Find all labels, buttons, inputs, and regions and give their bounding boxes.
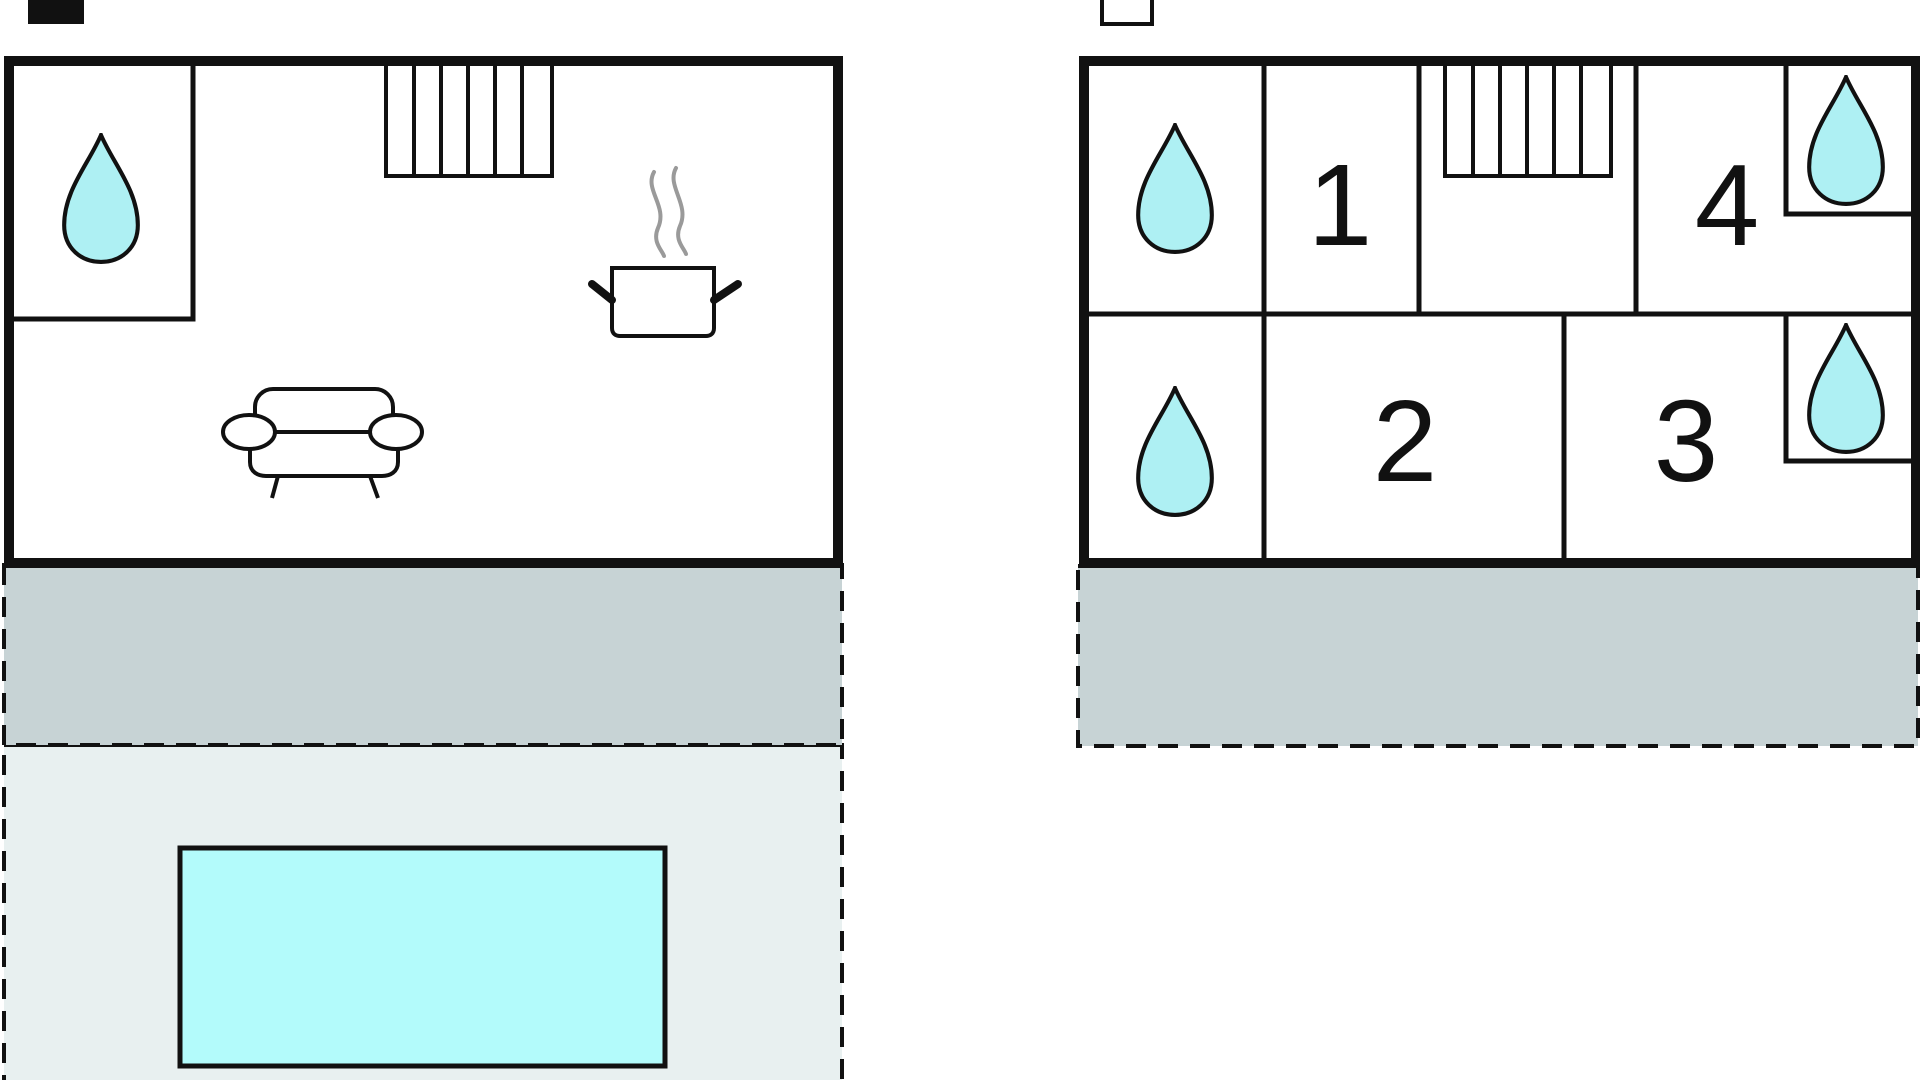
interior-walls <box>1084 61 1916 563</box>
sofa-icon <box>221 387 424 499</box>
ground-bathroom <box>6 58 196 322</box>
staircase-icon <box>384 62 554 178</box>
ground-floor-legend-marker <box>28 0 84 24</box>
upper-floor: 1 2 3 4 <box>1076 0 1920 748</box>
bedroom-number-4: 4 <box>1695 140 1760 270</box>
swimming-pool <box>177 845 668 1069</box>
bedroom-number-1: 1 <box>1308 140 1373 270</box>
ground-floor <box>2 0 844 1080</box>
balcony-area <box>1076 564 1920 748</box>
kitchen-pot-icon <box>588 166 742 338</box>
terrace-area <box>2 563 844 747</box>
bedroom-number-2: 2 <box>1373 376 1438 506</box>
staircase-icon <box>1443 62 1613 178</box>
upper-floor-legend-marker <box>1100 0 1154 26</box>
bedroom-number-3: 3 <box>1654 376 1719 506</box>
